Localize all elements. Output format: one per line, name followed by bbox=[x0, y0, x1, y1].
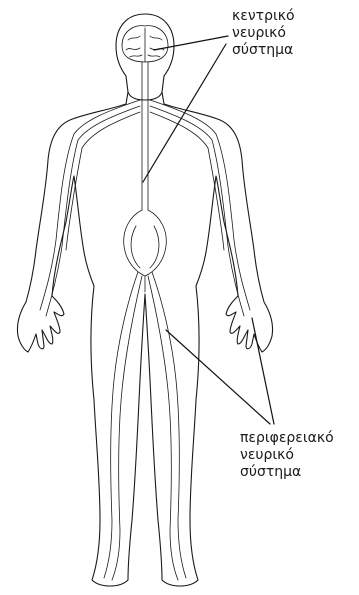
brain bbox=[122, 26, 168, 62]
cns-label: κεντρικό νευρικό σύστημα bbox=[232, 8, 295, 59]
body-outline bbox=[17, 92, 272, 586]
cns-leader-line-brain bbox=[154, 36, 228, 50]
pns-leader-line-arm bbox=[252, 318, 274, 424]
leg-nerves-left bbox=[104, 272, 142, 580]
arm-nerves-left bbox=[40, 100, 140, 316]
pns-label: περιφερειακό νευρικό σύστημα bbox=[240, 430, 334, 481]
pns-label-line-3: σύστημα bbox=[240, 464, 334, 481]
pns-label-line-1: περιφερειακό bbox=[240, 430, 334, 447]
leg-nerves-right bbox=[148, 272, 186, 580]
pns-label-line-2: νευρικό bbox=[240, 447, 334, 464]
arm-nerves-right bbox=[150, 100, 250, 316]
pns-leader-line-leg bbox=[166, 330, 270, 424]
cns-label-line-1: κεντρικό bbox=[232, 8, 295, 25]
cns-leader-line-spine bbox=[143, 44, 226, 182]
cns-label-line-3: σύστημα bbox=[232, 42, 295, 59]
sacral-plexus bbox=[124, 210, 167, 292]
cns-label-line-2: νευρικό bbox=[232, 25, 295, 42]
